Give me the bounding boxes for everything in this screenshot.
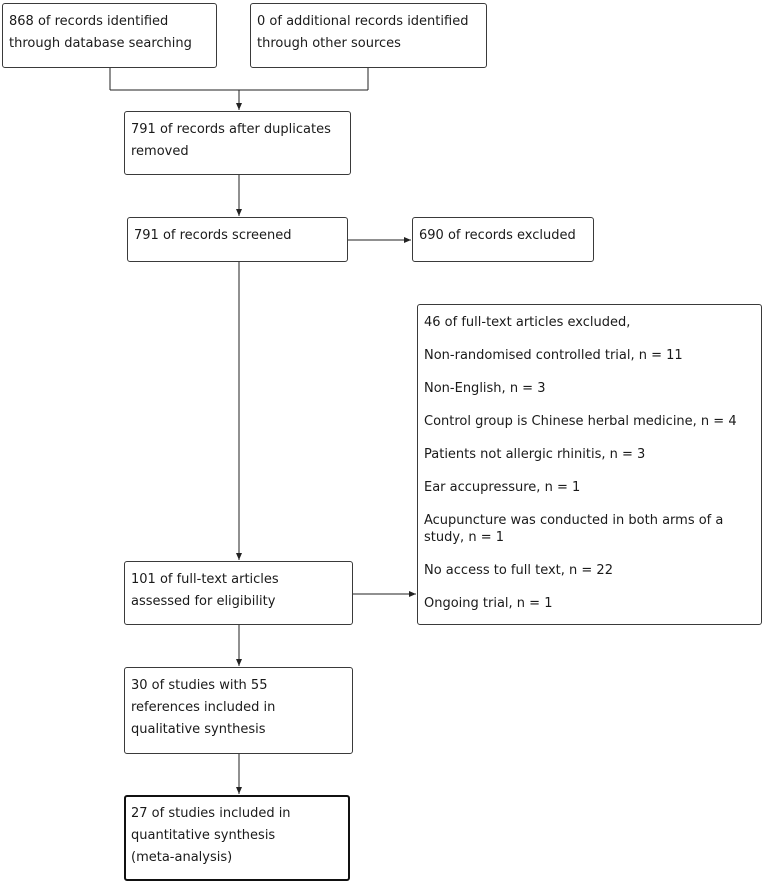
box-quantitative-synthesis: 27 of studies included in quantitative s… — [124, 795, 350, 881]
exclusion-reason: No access to full text, n = 22 — [424, 563, 613, 578]
quantitative-line-3: (meta-analysis) — [131, 850, 233, 865]
box-fulltext-excluded: 46 of full-text articles excluded, Non-r… — [417, 304, 762, 625]
box-records-excluded: 690 of records excluded — [412, 217, 594, 262]
qualitative-line-3: qualitative synthesis — [131, 722, 266, 737]
records-excluded-text: 690 of records excluded — [419, 228, 576, 243]
fulltext-excluded-heading: 46 of full-text articles excluded, — [424, 315, 631, 330]
box-records-screened: 791 of records screened — [127, 217, 348, 262]
qualitative-line-2: references included in — [131, 700, 276, 715]
other-sources-line-2: through other sources — [257, 36, 401, 51]
exclusion-reason: Patients not allergic rhinitis, n = 3 — [424, 447, 646, 462]
exclusion-reason: Non-English, n = 3 — [424, 381, 546, 396]
database-records-line-1: 868 of records identified — [9, 14, 169, 29]
after-duplicates-line-1: 791 of records after duplicates — [131, 122, 331, 137]
database-records-line-2: through database searching — [9, 36, 192, 51]
quantitative-line-2: quantitative synthesis — [131, 828, 276, 843]
box-other-sources: 0 of additional records identified throu… — [250, 3, 487, 68]
box-qualitative-synthesis: 30 of studies with 55 references include… — [124, 667, 353, 754]
after-duplicates-line-2: removed — [131, 144, 189, 159]
exclusion-reason: Ear accupressure, n = 1 — [424, 480, 581, 495]
assessed-eligibility-line-2: assessed for eligibility — [131, 594, 276, 609]
exclusion-reason: Non-randomised controlled trial, n = 11 — [424, 348, 683, 363]
assessed-eligibility-line-1: 101 of full-text articles — [131, 572, 279, 587]
exclusion-reason: Control group is Chinese herbal medicine… — [424, 414, 737, 429]
records-screened-text: 791 of records screened — [134, 228, 292, 243]
box-assessed-eligibility: 101 of full-text articles assessed for e… — [124, 561, 353, 625]
exclusion-reason: Acupuncture was conducted in both arms o… — [424, 513, 724, 545]
exclusion-reason: Ongoing trial, n = 1 — [424, 596, 553, 611]
box-after-duplicates: 791 of records after duplicates removed — [124, 111, 351, 175]
qualitative-line-1: 30 of studies with 55 — [131, 678, 268, 693]
other-sources-line-1: 0 of additional records identified — [257, 14, 469, 29]
quantitative-line-1: 27 of studies included in — [131, 806, 291, 821]
box-database-records: 868 of records identified through databa… — [2, 3, 217, 68]
